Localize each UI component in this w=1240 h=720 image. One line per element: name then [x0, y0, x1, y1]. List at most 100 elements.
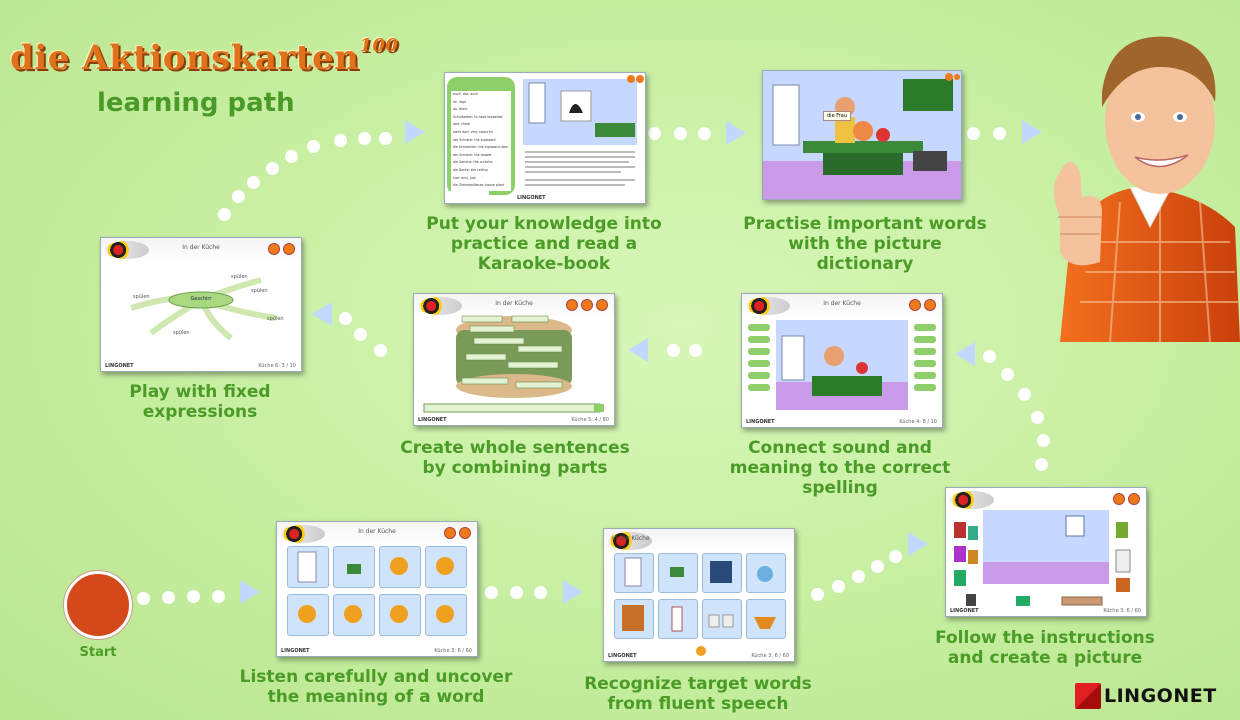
- vocab-item[interactable]: dort, there: [453, 122, 470, 127]
- path-dot: [187, 590, 200, 603]
- screenshot-create-picture[interactable]: LINGONET Küche 3: 6 / 60: [945, 487, 1147, 617]
- screenshot-expressions[interactable]: In der Küche Geschirr spülen spülen spül…: [100, 237, 302, 372]
- home-icon: [1113, 493, 1125, 505]
- vocab-item[interactable]: da, there: [453, 107, 468, 112]
- kitchen-scene: [748, 320, 936, 410]
- karaoke-book-page: [449, 75, 644, 197]
- screen-page: Küche 6: 3 / 10: [258, 363, 296, 369]
- app-logo-icon: [105, 241, 149, 259]
- boy-thumbs-up-photo: [1054, 36, 1240, 342]
- vocab-list: auch, das, auch ist, liegt da, there Sch…: [451, 91, 511, 191]
- start-label: Start: [79, 645, 117, 660]
- caption-expressions: Play with fixed expressions: [129, 382, 271, 422]
- arrow-left-icon: [955, 342, 975, 366]
- screenshot-spelling[interactable]: In der Küche LINGONET Küche 4: 8 / 10: [741, 293, 943, 428]
- screen-page: Küche 4: 8 / 10: [899, 419, 937, 425]
- title-superscript: 100: [359, 34, 399, 56]
- screenshot-picture-dictionary[interactable]: die Frau: [762, 70, 962, 200]
- vocab-item[interactable]: ist, liegt: [453, 99, 466, 104]
- path-dot: [379, 132, 392, 145]
- screen-title: In der Küche: [612, 535, 650, 542]
- arrow-right-icon: [908, 532, 928, 556]
- start-button[interactable]: [64, 571, 132, 639]
- vocab-item[interactable]: auch, das, auch: [453, 92, 479, 96]
- vocab-item[interactable]: die Zimmerpflanze: house plant: [453, 183, 504, 188]
- caption-create-picture: Follow the instructions and create a pic…: [935, 628, 1155, 668]
- path-dot: [674, 127, 687, 140]
- caption-karaoke: Put your knowledge into practice and rea…: [426, 214, 662, 274]
- lingonet-brand: LINGONET: [1075, 683, 1217, 709]
- expression-word: spülen: [231, 274, 248, 280]
- screenshot-recognize[interactable]: In der Küche LINGONET Küche 3: 6 / 60: [603, 528, 795, 662]
- screen-page: Küche 3: 6 / 60: [1103, 608, 1141, 614]
- expression-word: spülen: [173, 330, 190, 336]
- subtitle: learning path: [97, 88, 295, 118]
- sticker-items: [954, 515, 1131, 606]
- screen-footer: LINGONET: [746, 419, 775, 425]
- close-icon: [459, 527, 471, 539]
- brand-name: LINGONET: [1104, 685, 1217, 707]
- screenshot-listen[interactable]: In der Küche LINGONET Küche 3: 6 / 60: [276, 521, 478, 657]
- arrow-right-icon: [405, 120, 425, 144]
- path-dot: [232, 190, 245, 203]
- kitchen-picture: [763, 71, 961, 199]
- caption-recognize: Recognize target words from fluent speec…: [584, 674, 812, 714]
- screen-footer: LINGONET: [418, 417, 447, 423]
- screen-title: In der Küche: [823, 300, 861, 307]
- path-dot: [832, 580, 845, 593]
- arrow-right-icon: [1022, 120, 1042, 144]
- path-dot: [339, 312, 352, 325]
- caption-spelling: Connect sound and meaning to the correct…: [729, 438, 951, 498]
- vocab-item[interactable]: hier: only, just: [453, 175, 476, 180]
- burger-sentence-builder: [423, 315, 604, 413]
- caption-listen: Listen carefully and uncover the meaning…: [239, 667, 513, 707]
- screen-page: Küche 3: 6 / 60: [434, 648, 472, 654]
- caption-sentences: Create whole sentences by combining part…: [400, 438, 630, 478]
- path-dot: [648, 127, 661, 140]
- path-dot: [811, 588, 824, 601]
- close-icon: [924, 299, 936, 311]
- screen-title: In der Küche: [358, 528, 396, 535]
- path-dot: [307, 140, 320, 153]
- title-text: die Aktionskarten: [10, 38, 360, 78]
- vocab-item[interactable]: der Schrank: the cupboard: [453, 137, 496, 142]
- home-icon: [909, 299, 921, 311]
- arrow-right-icon: [563, 580, 583, 604]
- screen-footer: LINGONET: [950, 608, 979, 614]
- screen-page: Küche 3: 6 / 60: [751, 653, 789, 659]
- card-icons: [622, 557, 776, 656]
- path-dot: [510, 586, 523, 599]
- vocab-item[interactable]: die Gardine: the curtains: [453, 160, 493, 165]
- screen-page: Küche 5: 4 / 80: [571, 417, 609, 423]
- path-dot: [137, 592, 150, 605]
- vocab-item[interactable]: der Schrank: the drawer: [453, 152, 492, 157]
- path-dot: [667, 344, 680, 357]
- expression-word: spülen: [133, 294, 150, 300]
- close-icon: [596, 299, 608, 311]
- vocab-item[interactable]: die Decke: the ceiling: [453, 167, 488, 172]
- arrow-left-icon: [312, 302, 332, 326]
- path-dot: [534, 586, 547, 599]
- path-dot: [1018, 388, 1031, 401]
- path-dot: [374, 344, 387, 357]
- app-logo-icon: [418, 297, 462, 315]
- screen-title: In der Küche: [182, 244, 220, 251]
- arrow-left-icon: [628, 338, 648, 362]
- screenshot-sentences[interactable]: In der Küche LINGONET Küche 5: 4 / 80: [413, 293, 615, 426]
- screen-footer: LINGONET: [517, 195, 546, 201]
- path-dot: [218, 208, 231, 221]
- path-dot: [358, 132, 371, 145]
- vocab-item[interactable]: Schulkasten: to have breakfast: [453, 114, 503, 119]
- app-logo-icon: [281, 525, 325, 543]
- hint-icon: [566, 299, 578, 311]
- screen-footer: LINGONET: [105, 363, 134, 369]
- word-label[interactable]: die Frau: [823, 111, 852, 121]
- screen-footer: LINGONET: [281, 648, 310, 654]
- vocab-item[interactable]: steht dort: very colourful: [453, 129, 493, 134]
- screenshot-karaoke[interactable]: auch, das, auch ist, liegt da, there Sch…: [444, 72, 646, 204]
- word-web: [130, 277, 277, 341]
- path-dot: [889, 550, 902, 563]
- vocab-item[interactable]: die Schranktür: the cupboard door: [453, 145, 508, 150]
- home-icon: [268, 243, 280, 255]
